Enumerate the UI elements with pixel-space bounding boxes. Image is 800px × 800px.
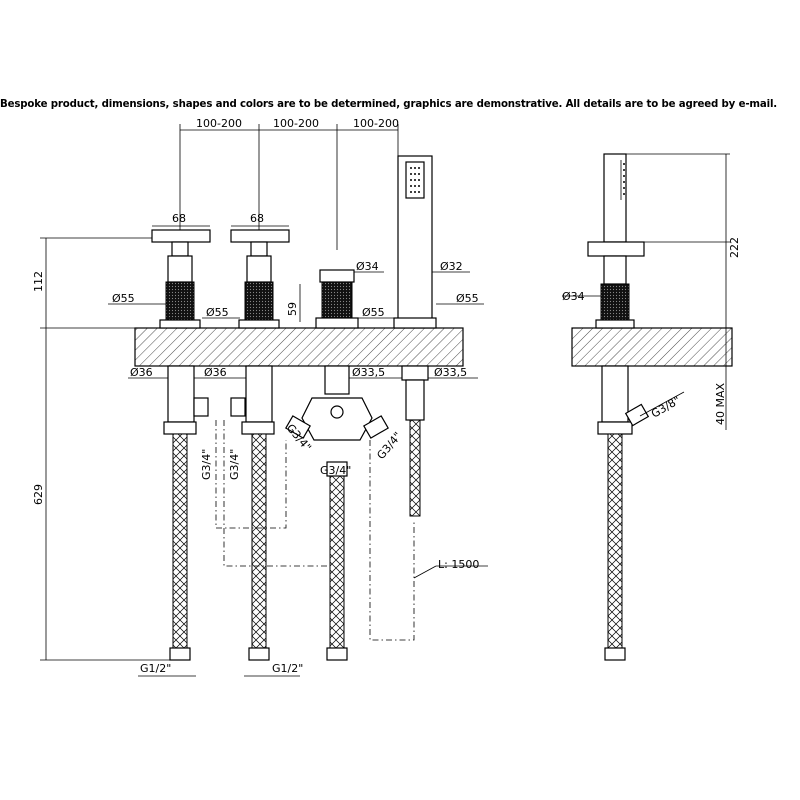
- height-above-deck-label: 112: [32, 271, 45, 292]
- handle-width-label-2: 68: [250, 212, 264, 225]
- g34-b-label: G3/4": [228, 449, 241, 480]
- diameter-labels: Ø55 Ø55 Ø55 Ø55 Ø34 Ø32 Ø36 Ø36 Ø33,5 Ø3…: [108, 260, 484, 379]
- dia-36-a-label: Ø36: [130, 366, 153, 379]
- g12-a-label: G1/2": [140, 662, 171, 675]
- valve-1: 68: [151, 212, 211, 661]
- side-max-label: 40 MAX: [714, 382, 727, 425]
- g34-e-label: G3/4": [374, 430, 404, 462]
- dia-32-label: Ø32: [440, 260, 463, 273]
- dia-55-b-label: Ø55: [206, 306, 229, 319]
- dia-55-a-label: Ø55: [112, 292, 135, 305]
- deck-slab-front: [40, 327, 464, 367]
- dia-33-5-a-label: Ø33,5: [352, 366, 385, 379]
- dia-55-c-label: Ø55: [362, 306, 385, 319]
- g12-b-label: G1/2": [272, 662, 303, 675]
- thread-labels: G3/4" G3/4" G3/4" G3/4" G3/4" G1/2" G1/2…: [138, 422, 488, 677]
- g34-a-label: G3/4": [200, 449, 213, 480]
- hand-shower: [393, 155, 437, 517]
- disclaimer-text: Bespoke product, dimensions, shapes and …: [0, 99, 778, 110]
- handle-width-label-1: 68: [172, 212, 186, 225]
- dia-33-5-b-label: Ø33,5: [434, 366, 467, 379]
- hose-routing: [215, 420, 415, 641]
- spacing-label-3: 100-200: [353, 117, 399, 130]
- dia-55-d-label: Ø55: [456, 292, 479, 305]
- dia-36-b-label: Ø36: [204, 366, 227, 379]
- shower-nozzles: [410, 167, 420, 193]
- side-dia-34-label: Ø34: [562, 290, 585, 303]
- deck-slab-side: [571, 327, 733, 367]
- dia-34-front-label: Ø34: [356, 260, 379, 273]
- spacing-label-1: 100-200: [196, 117, 242, 130]
- side-g38-label: G3/8": [649, 394, 683, 421]
- spacing-label-2: 100-200: [273, 117, 319, 130]
- left-height-dimensions: 112 629 59: [32, 237, 301, 661]
- hose-length-label: L: 1500: [438, 558, 479, 571]
- valve-2: 68: [230, 212, 290, 661]
- g34-d-label: G3/4": [320, 464, 351, 477]
- side-view: 222 40 MAX Ø34 G3/8": [562, 153, 741, 661]
- below-deck-label: 629: [32, 484, 45, 505]
- side-height-label: 222: [728, 237, 741, 258]
- top-spacing-dimensions: 100-200 100-200 100-200: [179, 117, 399, 250]
- diverter-valve: [285, 269, 389, 661]
- knurl-height-label: 59: [286, 302, 299, 316]
